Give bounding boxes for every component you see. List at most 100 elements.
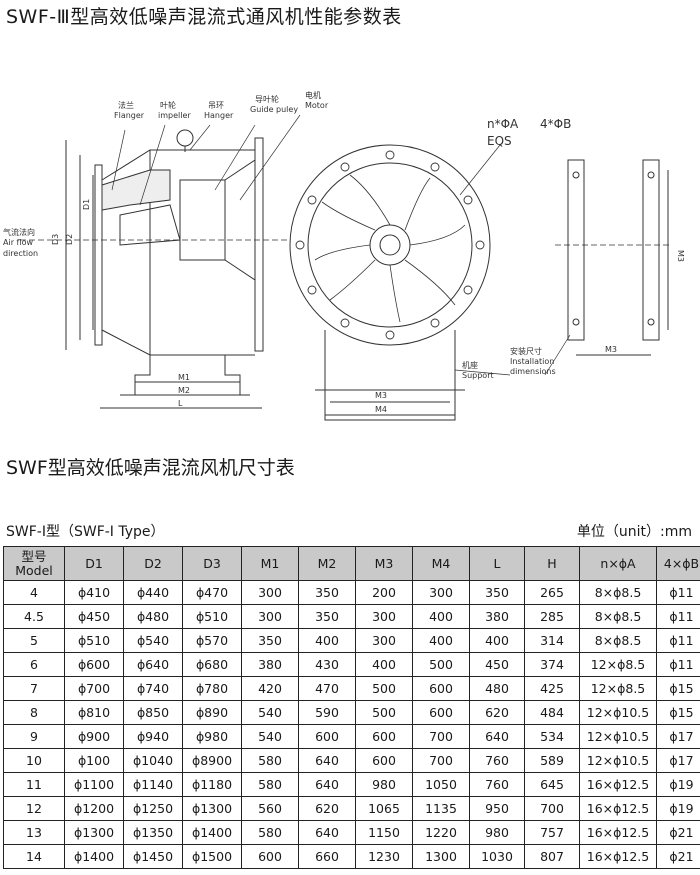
table-cell: 620 xyxy=(469,700,525,725)
table-cell: 350 xyxy=(298,604,356,629)
column-header: M2 xyxy=(298,546,356,581)
bolt-hole-spec: n*ΦA xyxy=(487,117,519,131)
mount-hole-spec: 4*ΦB xyxy=(540,117,571,131)
install-label-en2: dimensions xyxy=(510,367,556,376)
table-cell: ϕ1300 xyxy=(182,796,242,821)
table-cell: ϕ15 xyxy=(656,700,700,725)
table-cell: 1300 xyxy=(412,844,470,869)
table-cell: 8×ϕ8.5 xyxy=(579,604,657,629)
table-cell: 12×ϕ10.5 xyxy=(579,700,657,725)
table-cell: 760 xyxy=(469,748,525,773)
table-section-title: SWF型高效低噪声混流风机尺寸表 xyxy=(6,457,295,479)
table-cell: 700 xyxy=(524,796,580,821)
table-cell: 8 xyxy=(3,700,65,725)
table-cell: 265 xyxy=(524,580,580,605)
table-cell: 314 xyxy=(524,628,580,653)
table-cell: 540 xyxy=(241,700,299,725)
motor-label-en: Motor xyxy=(305,101,329,110)
dim-m3-plate-h: M3 xyxy=(605,345,617,354)
table-cell: 500 xyxy=(355,676,413,701)
table-cell: 300 xyxy=(412,580,470,605)
table-cell: ϕ1040 xyxy=(123,748,183,773)
table-cell: ϕ1140 xyxy=(123,772,183,797)
table-cell: 600 xyxy=(241,844,299,869)
table-cell: ϕ890 xyxy=(182,700,242,725)
table-cell: 420 xyxy=(241,676,299,701)
table-cell: ϕ21 xyxy=(656,844,700,869)
table-cell: 1150 xyxy=(355,820,413,845)
table-cell: 300 xyxy=(241,604,299,629)
air-flow-label-en2: direction xyxy=(3,249,38,258)
table-cell: ϕ19 xyxy=(656,796,700,821)
table-cell: ϕ1180 xyxy=(182,772,242,797)
table-cell: 400 xyxy=(355,652,413,677)
column-header: L xyxy=(469,546,525,581)
table-cell: 540 xyxy=(241,724,299,749)
table-cell: ϕ1500 xyxy=(182,844,242,869)
table-cell: 285 xyxy=(524,604,580,629)
table-cell: ϕ410 xyxy=(64,580,124,605)
table-cell: 400 xyxy=(469,628,525,653)
table-cell: ϕ510 xyxy=(182,604,242,629)
table-cell: 200 xyxy=(355,580,413,605)
table-cell: 430 xyxy=(298,652,356,677)
dim-d3: D3 xyxy=(51,234,60,245)
table-cell: 4 xyxy=(3,580,65,605)
air-flow-label: 气流法向 xyxy=(3,227,35,237)
table-cell: 425 xyxy=(524,676,580,701)
table-cell: ϕ17 xyxy=(656,748,700,773)
column-header: M1 xyxy=(241,546,299,581)
table-cell: 10 xyxy=(3,748,65,773)
column-header: 4×ϕB xyxy=(656,546,700,581)
impeller-label-en: impeller xyxy=(158,111,191,120)
install-label: 安装尺寸 xyxy=(510,346,542,356)
column-header: M3 xyxy=(355,546,413,581)
table-cell: 8×ϕ8.5 xyxy=(579,580,657,605)
table-cell: 12×ϕ10.5 xyxy=(579,724,657,749)
table-cell: 350 xyxy=(469,580,525,605)
table-cell: 500 xyxy=(412,652,470,677)
table-cell: 380 xyxy=(241,652,299,677)
table-cell: 600 xyxy=(355,748,413,773)
table-cell: 8×ϕ8.5 xyxy=(579,628,657,653)
table-cell: 350 xyxy=(241,628,299,653)
table-cell: ϕ8900 xyxy=(182,748,242,773)
table-cell: 589 xyxy=(524,748,580,773)
table-cell: ϕ100 xyxy=(64,748,124,773)
support-label-en: Support xyxy=(462,371,494,380)
table-cell: 470 xyxy=(298,676,356,701)
column-header: D3 xyxy=(182,546,242,581)
flange-label: 法兰 xyxy=(118,100,134,110)
table-cell: ϕ980 xyxy=(182,724,242,749)
table-cell: 400 xyxy=(298,628,356,653)
table-cell: 300 xyxy=(241,580,299,605)
table-cell: 1220 xyxy=(412,820,470,845)
dim-m1: M1 xyxy=(178,373,190,382)
impeller-label: 叶轮 xyxy=(160,100,176,110)
table-cell: 1065 xyxy=(355,796,413,821)
unit-label: 单位（unit）:mm xyxy=(576,524,692,540)
table-cell: ϕ1400 xyxy=(182,820,242,845)
model-header-cn: 型号 xyxy=(21,548,47,564)
table-cell: ϕ570 xyxy=(182,628,242,653)
table-cell: 640 xyxy=(469,724,525,749)
table-cell: 950 xyxy=(469,796,525,821)
table-cell: 7 xyxy=(3,676,65,701)
dim-m3: M3 xyxy=(375,391,387,400)
table-cell: 350 xyxy=(298,580,356,605)
table-cell: 700 xyxy=(412,748,470,773)
table-cell: 400 xyxy=(412,604,470,629)
table-cell: 645 xyxy=(524,772,580,797)
table-cell: 380 xyxy=(469,604,525,629)
table-cell: ϕ11 xyxy=(656,652,700,677)
table-cell: ϕ900 xyxy=(64,724,124,749)
table-cell: ϕ740 xyxy=(123,676,183,701)
install-label-en1: Installation xyxy=(510,357,554,366)
